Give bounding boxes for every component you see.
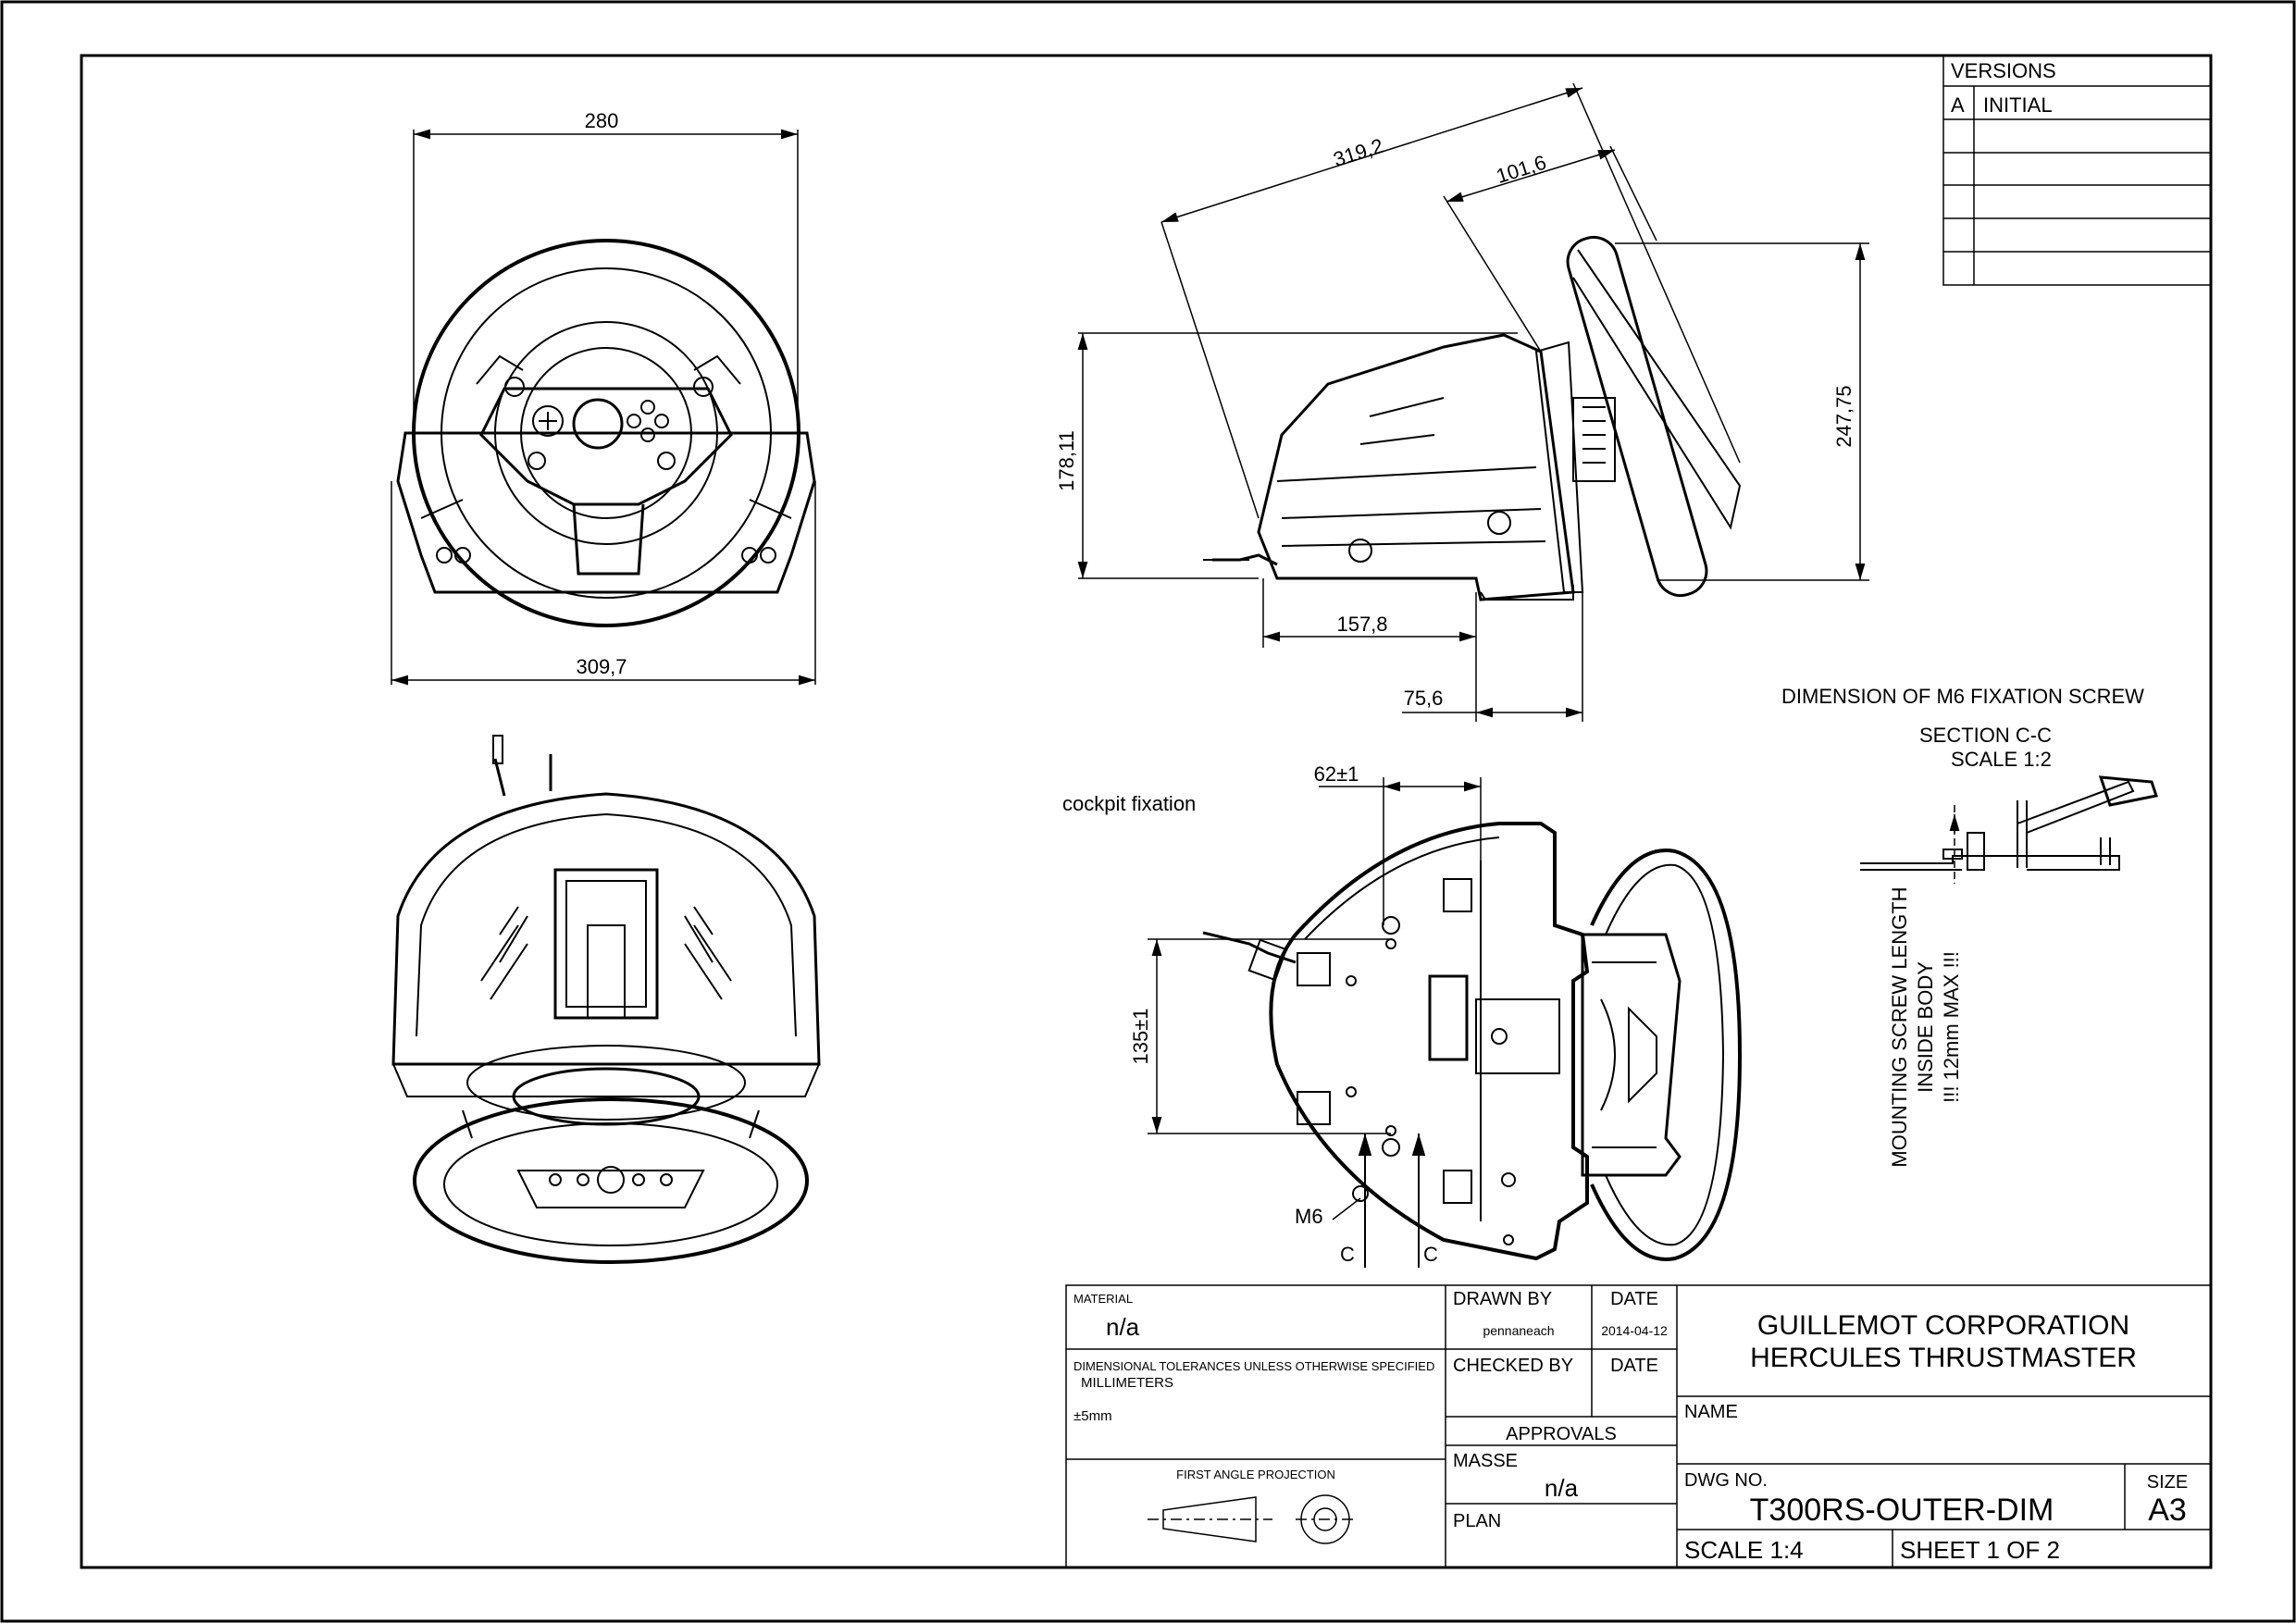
cockpit-fixation-view [1148,777,1743,1268]
detail-scale-label: SCALE 1:2 [1951,748,2052,771]
m6-label: M6 [1295,1205,1323,1228]
dim-fix-x: 62±1 [1314,762,1359,786]
screw-note-line1: MOUNTING SCREW LENGTH [1888,886,1911,1167]
material-label: MATERIAL [1074,1292,1133,1306]
masse-value: n/a [1545,1474,1579,1502]
section-c-right: C [1423,1243,1438,1266]
versions-header: VERSIONS [1951,59,2056,82]
title-block [1065,1284,2212,1568]
masse-label: MASSE [1453,1451,1518,1471]
material-value: n/a [1106,1313,1140,1341]
drawn-by-label: DRAWN BY [1453,1289,1552,1309]
cockpit-fixation-label: cockpit fixation [1062,792,1196,815]
versions-table [1942,55,2212,286]
screw-note-line3: !!! 12mm MAX !!! [1940,951,1963,1103]
dwg-no-value: T300RS-OUTER-DIM [1750,1493,2054,1528]
dim-diagonal: 319,2 [1331,134,1386,171]
sheet-value: SHEET 1 OF 2 [1900,1536,2060,1564]
dwg-no-label: DWG NO. [1684,1470,1768,1491]
dim-base-width: 309,7 [576,655,627,678]
plan-label: PLAN [1453,1511,1501,1531]
dim-offset: 75,6 [1404,687,1444,710]
dim-front-width: 280 [585,109,619,132]
checked-date-label: DATE [1610,1356,1658,1376]
section-label: SECTION C-C [1919,724,2052,747]
scale-value: SCALE 1:4 [1684,1536,1804,1564]
approvals-label: APPROVALS [1506,1424,1617,1444]
dim-height-right: 247,75 [1832,385,1855,447]
drawn-by-value: pennaneach [1483,1323,1554,1338]
size-label: SIZE [2147,1472,2188,1493]
company-line2: HERCULES THRUSTMASTER [1750,1343,2137,1373]
section-detail [1860,775,2158,884]
size-value: A3 [2148,1493,2187,1528]
dim-wheel-depth: 101,6 [1494,151,1549,188]
date-label: DATE [1610,1289,1658,1309]
checked-by-label: CHECKED BY [1453,1356,1573,1376]
top-view [391,735,821,1264]
version-desc: INITIAL [1983,93,2053,117]
section-c-left: C [1340,1243,1355,1266]
name-label: NAME [1684,1402,1738,1422]
dim-height-left: 178,11 [1055,430,1078,491]
company-line1: GUILLEMOT CORPORATION [1757,1310,2129,1341]
front-view [391,129,816,686]
version-rev: A [1951,93,1965,117]
tolerance-label: DIMENSIONAL TOLERANCES UNLESS OTHERWISE … [1074,1359,1434,1373]
dim-fix-y: 135±1 [1129,1008,1152,1064]
side-view [1077,82,1869,722]
tolerance-unit: MILLIMETERS [1081,1375,1173,1391]
date-value: 2014-04-12 [1601,1323,1668,1338]
dim-base-length: 157,8 [1336,613,1387,636]
m6-screw-title: DIMENSION OF M6 FIXATION SCREW [1781,685,2144,708]
projection-label: FIRST ANGLE PROJECTION [1176,1468,1335,1481]
screw-note-line2: INSIDE BODY [1914,961,1937,1093]
tolerance-value: ±5mm [1074,1408,1112,1424]
